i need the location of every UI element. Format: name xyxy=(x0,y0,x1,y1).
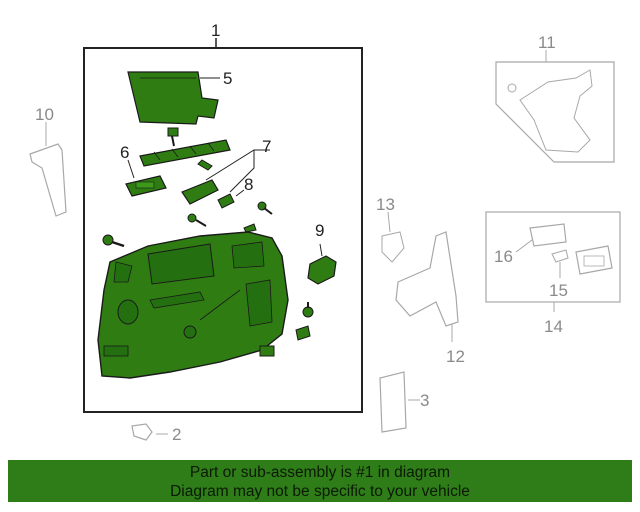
clip-fastener-a[interactable] xyxy=(167,127,179,147)
part-15-bulb[interactable] xyxy=(551,249,569,278)
part-3-cover-plate[interactable] xyxy=(379,371,420,433)
callout-3: 3 xyxy=(420,391,429,410)
callout-14: 14 xyxy=(544,317,563,336)
lamp-housing[interactable] xyxy=(575,245,613,275)
part-8-clip[interactable] xyxy=(217,193,235,209)
part-2-clip[interactable] xyxy=(131,423,168,441)
quarter-trim-panel[interactable] xyxy=(97,231,289,379)
clip-fastener-d[interactable] xyxy=(295,325,311,341)
callout-15: 15 xyxy=(549,281,568,300)
screw-c[interactable] xyxy=(102,234,125,248)
screw-d[interactable] xyxy=(243,223,257,233)
assembly-frame xyxy=(83,47,363,413)
part-16-lamp-lens[interactable] xyxy=(515,223,567,253)
banner-line-2: Diagram may not be specific to your vehi… xyxy=(170,483,470,500)
disclaimer-banner: Part or sub-assembly is #1 in diagram Di… xyxy=(8,460,632,502)
leader-line-6 xyxy=(127,159,135,179)
callout-6: 6 xyxy=(120,143,129,162)
clip-fastener-b[interactable] xyxy=(197,159,213,171)
callout-2: 2 xyxy=(172,425,181,444)
leader-line-7b xyxy=(229,150,255,193)
leader-line-7 xyxy=(205,149,270,181)
callout-9: 9 xyxy=(315,221,324,240)
callout-11: 11 xyxy=(538,33,556,52)
part-11-upper-trim[interactable] xyxy=(495,50,615,163)
banner-line-1: Part or sub-assembly is #1 in diagram xyxy=(189,464,451,481)
callout-16: 16 xyxy=(494,247,513,266)
callout-7: 7 xyxy=(262,137,271,156)
callout-10: 10 xyxy=(35,105,54,124)
screw-a[interactable] xyxy=(187,213,207,227)
callout-12: 12 xyxy=(446,347,465,366)
callout-5: 5 xyxy=(223,69,232,88)
clip-fastener-e[interactable] xyxy=(259,345,275,357)
part-14-lamp-box xyxy=(485,211,621,312)
callout-1: 1 xyxy=(211,21,220,40)
callout-8: 8 xyxy=(244,175,253,194)
part-7-trim-bezel[interactable] xyxy=(181,179,219,205)
part-6-switch-bezel[interactable] xyxy=(125,175,167,197)
part-9-anchor-bracket[interactable] xyxy=(307,243,337,285)
screw-b[interactable] xyxy=(257,201,273,215)
clip-fastener-c[interactable] xyxy=(302,302,314,318)
part-12-bracket[interactable] xyxy=(395,231,459,342)
part-13-clip[interactable] xyxy=(381,211,405,263)
leader-line-8 xyxy=(235,189,245,197)
trim-strip-bracket[interactable] xyxy=(139,139,231,167)
part-5-trim-panel[interactable] xyxy=(127,71,219,125)
callout-13: 13 xyxy=(376,195,395,214)
part-10-pillar-trim[interactable] xyxy=(29,122,67,217)
